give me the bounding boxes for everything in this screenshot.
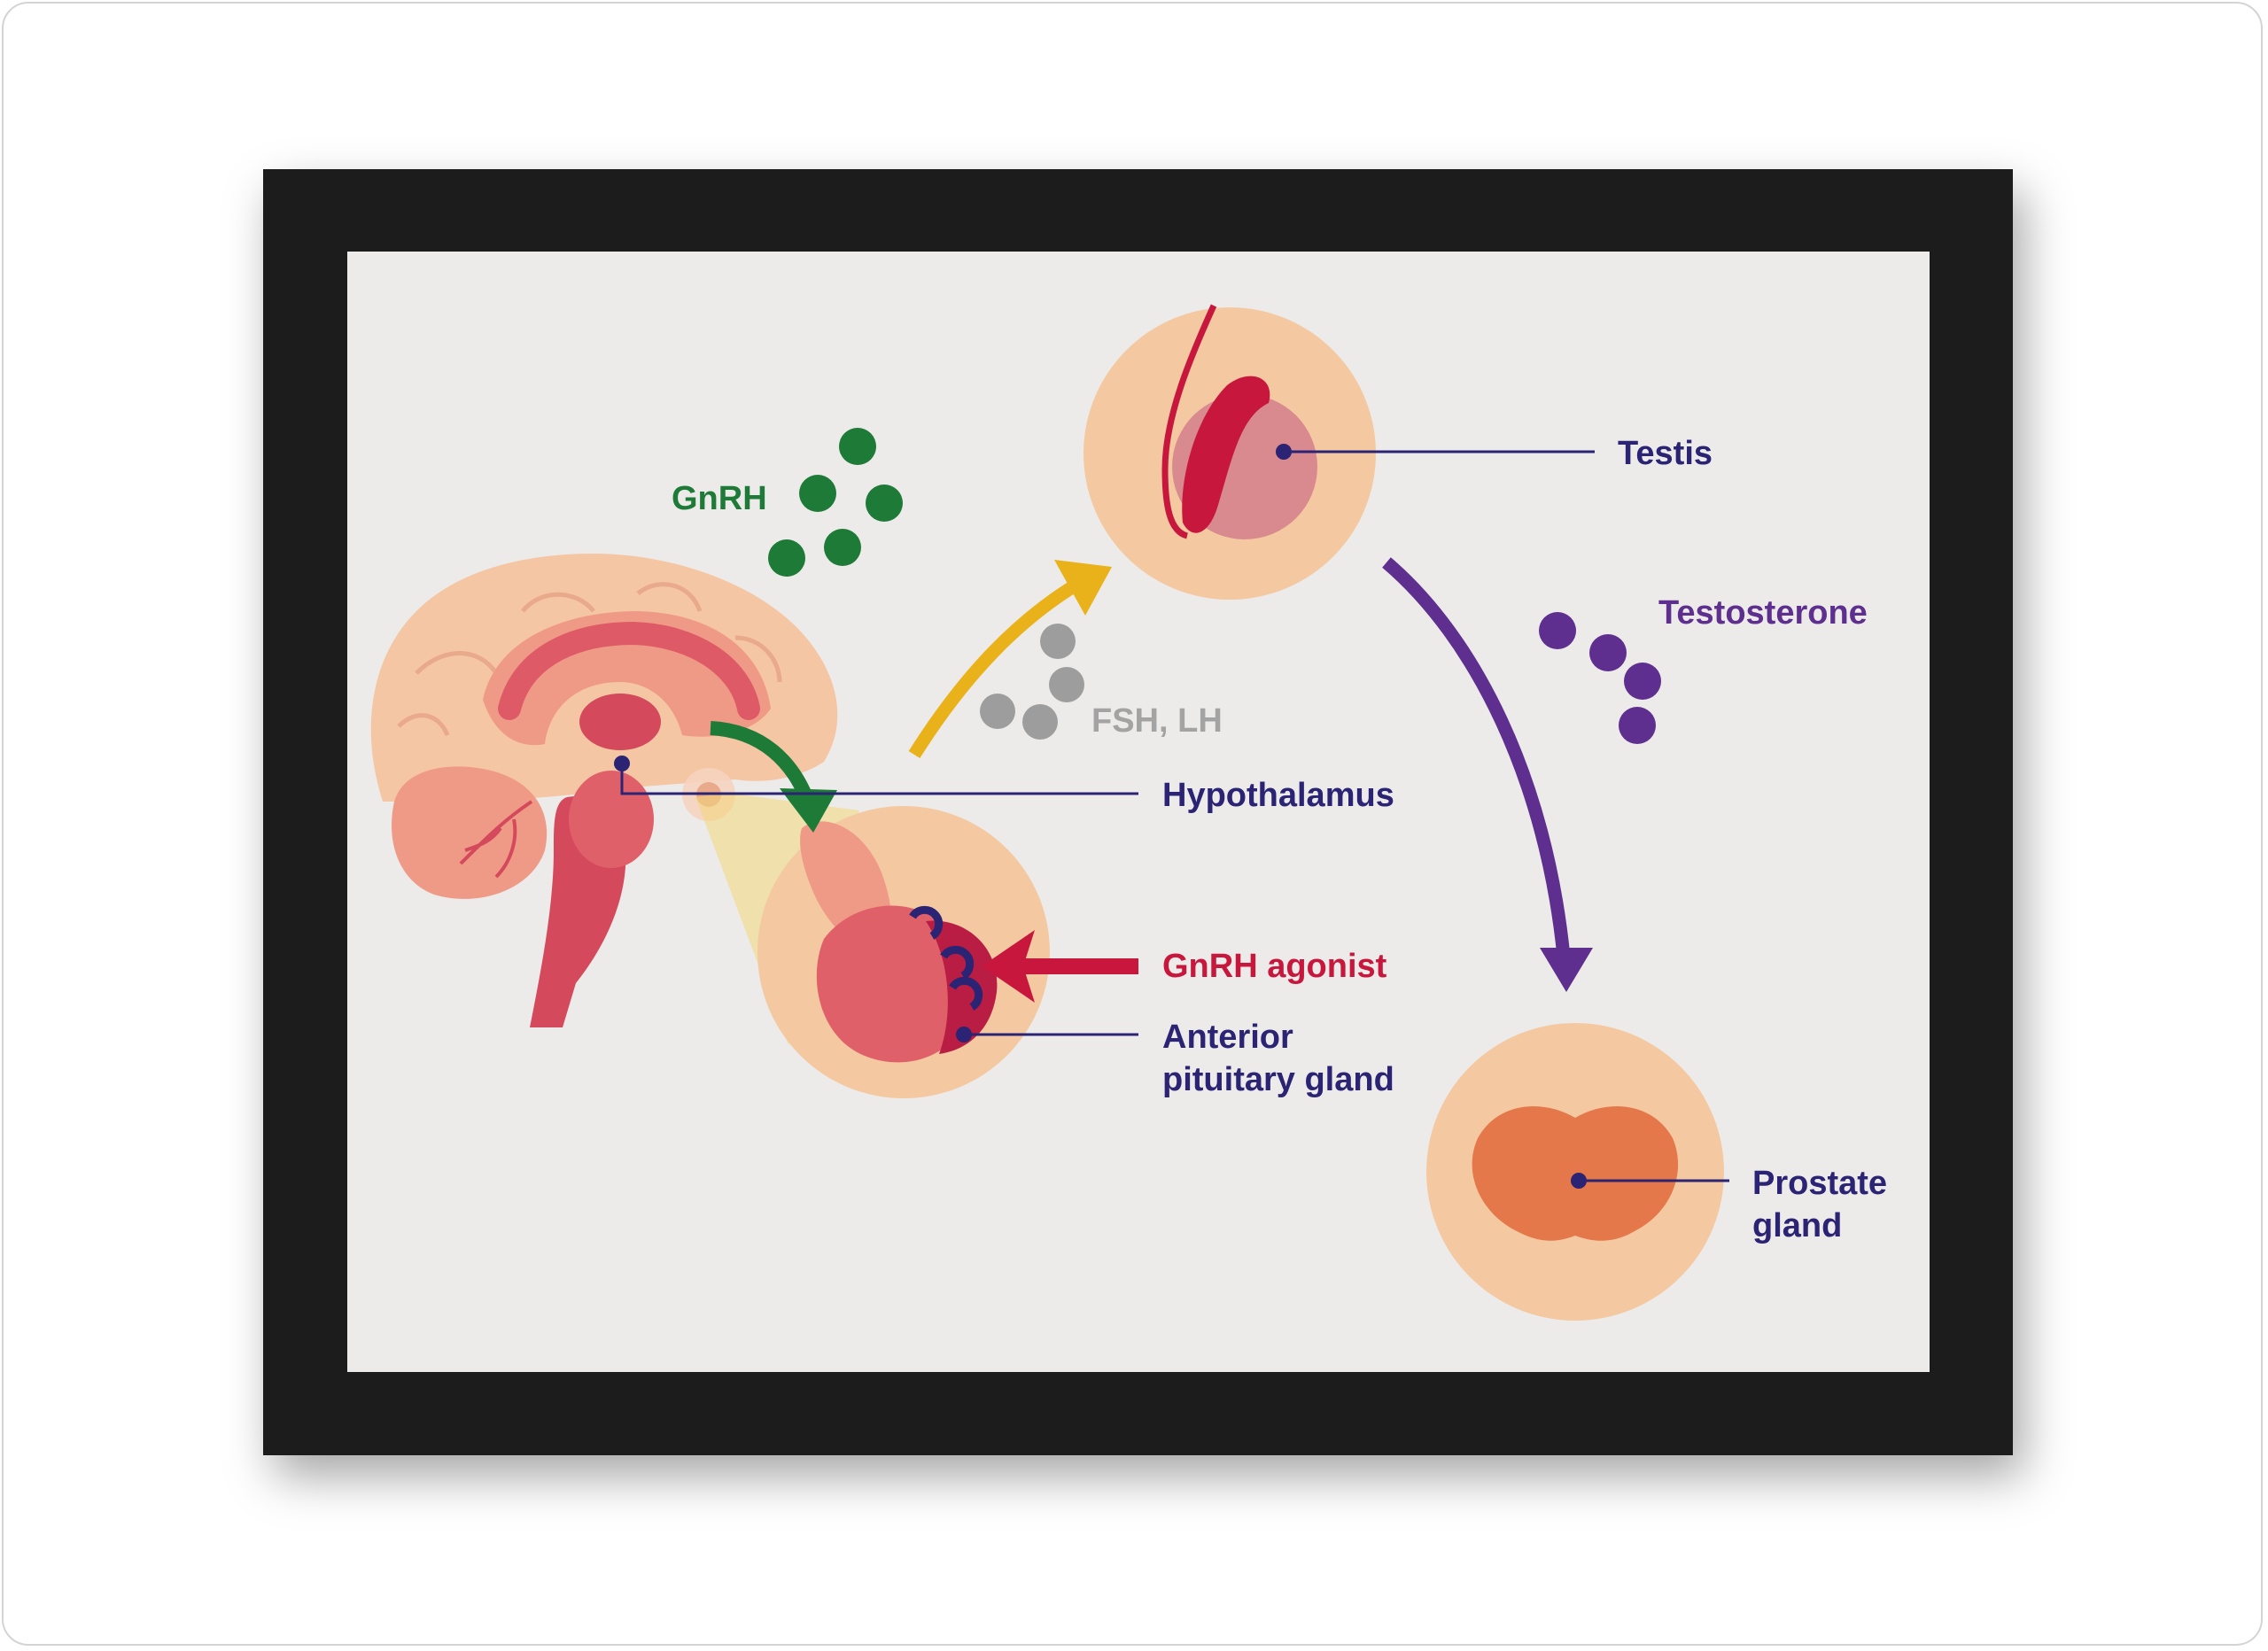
leader-lines bbox=[620, 450, 1729, 1182]
testis-label: Testis bbox=[1618, 435, 1713, 472]
testosterone-arrow bbox=[1382, 557, 1593, 992]
gnrh-agonist-arrow bbox=[982, 930, 1138, 1003]
anterior-pituitary-label-line1: Anterior bbox=[1162, 1019, 1293, 1056]
testis-illustration bbox=[1084, 304, 1376, 600]
fsh-lh-dots bbox=[980, 624, 1084, 740]
fsh-lh-label: FSH, LH bbox=[1091, 702, 1223, 740]
hypothalamus-label: Hypothalamus bbox=[1162, 777, 1394, 814]
brain-illustration bbox=[370, 554, 838, 1027]
prostate-label-line2: gland bbox=[1752, 1207, 1842, 1244]
gnrh-dots bbox=[768, 428, 903, 577]
fsh-lh-arrow bbox=[908, 560, 1112, 759]
pituitary-illustration bbox=[695, 793, 1050, 1098]
gnrh-label: GnRH bbox=[672, 480, 767, 517]
gnrh-arrow bbox=[710, 721, 837, 833]
leader-dots bbox=[614, 444, 1587, 1189]
anterior-pituitary-label-line2: pituitary gland bbox=[1162, 1061, 1394, 1098]
testosterone-dots bbox=[1539, 612, 1661, 744]
gnrh-agonist-label: GnRH agonist bbox=[1162, 948, 1387, 985]
prostate-label-line1: Prostate bbox=[1752, 1165, 1887, 1202]
prostate-illustration bbox=[1426, 1023, 1724, 1321]
testosterone-label: Testosterone bbox=[1658, 594, 1868, 632]
